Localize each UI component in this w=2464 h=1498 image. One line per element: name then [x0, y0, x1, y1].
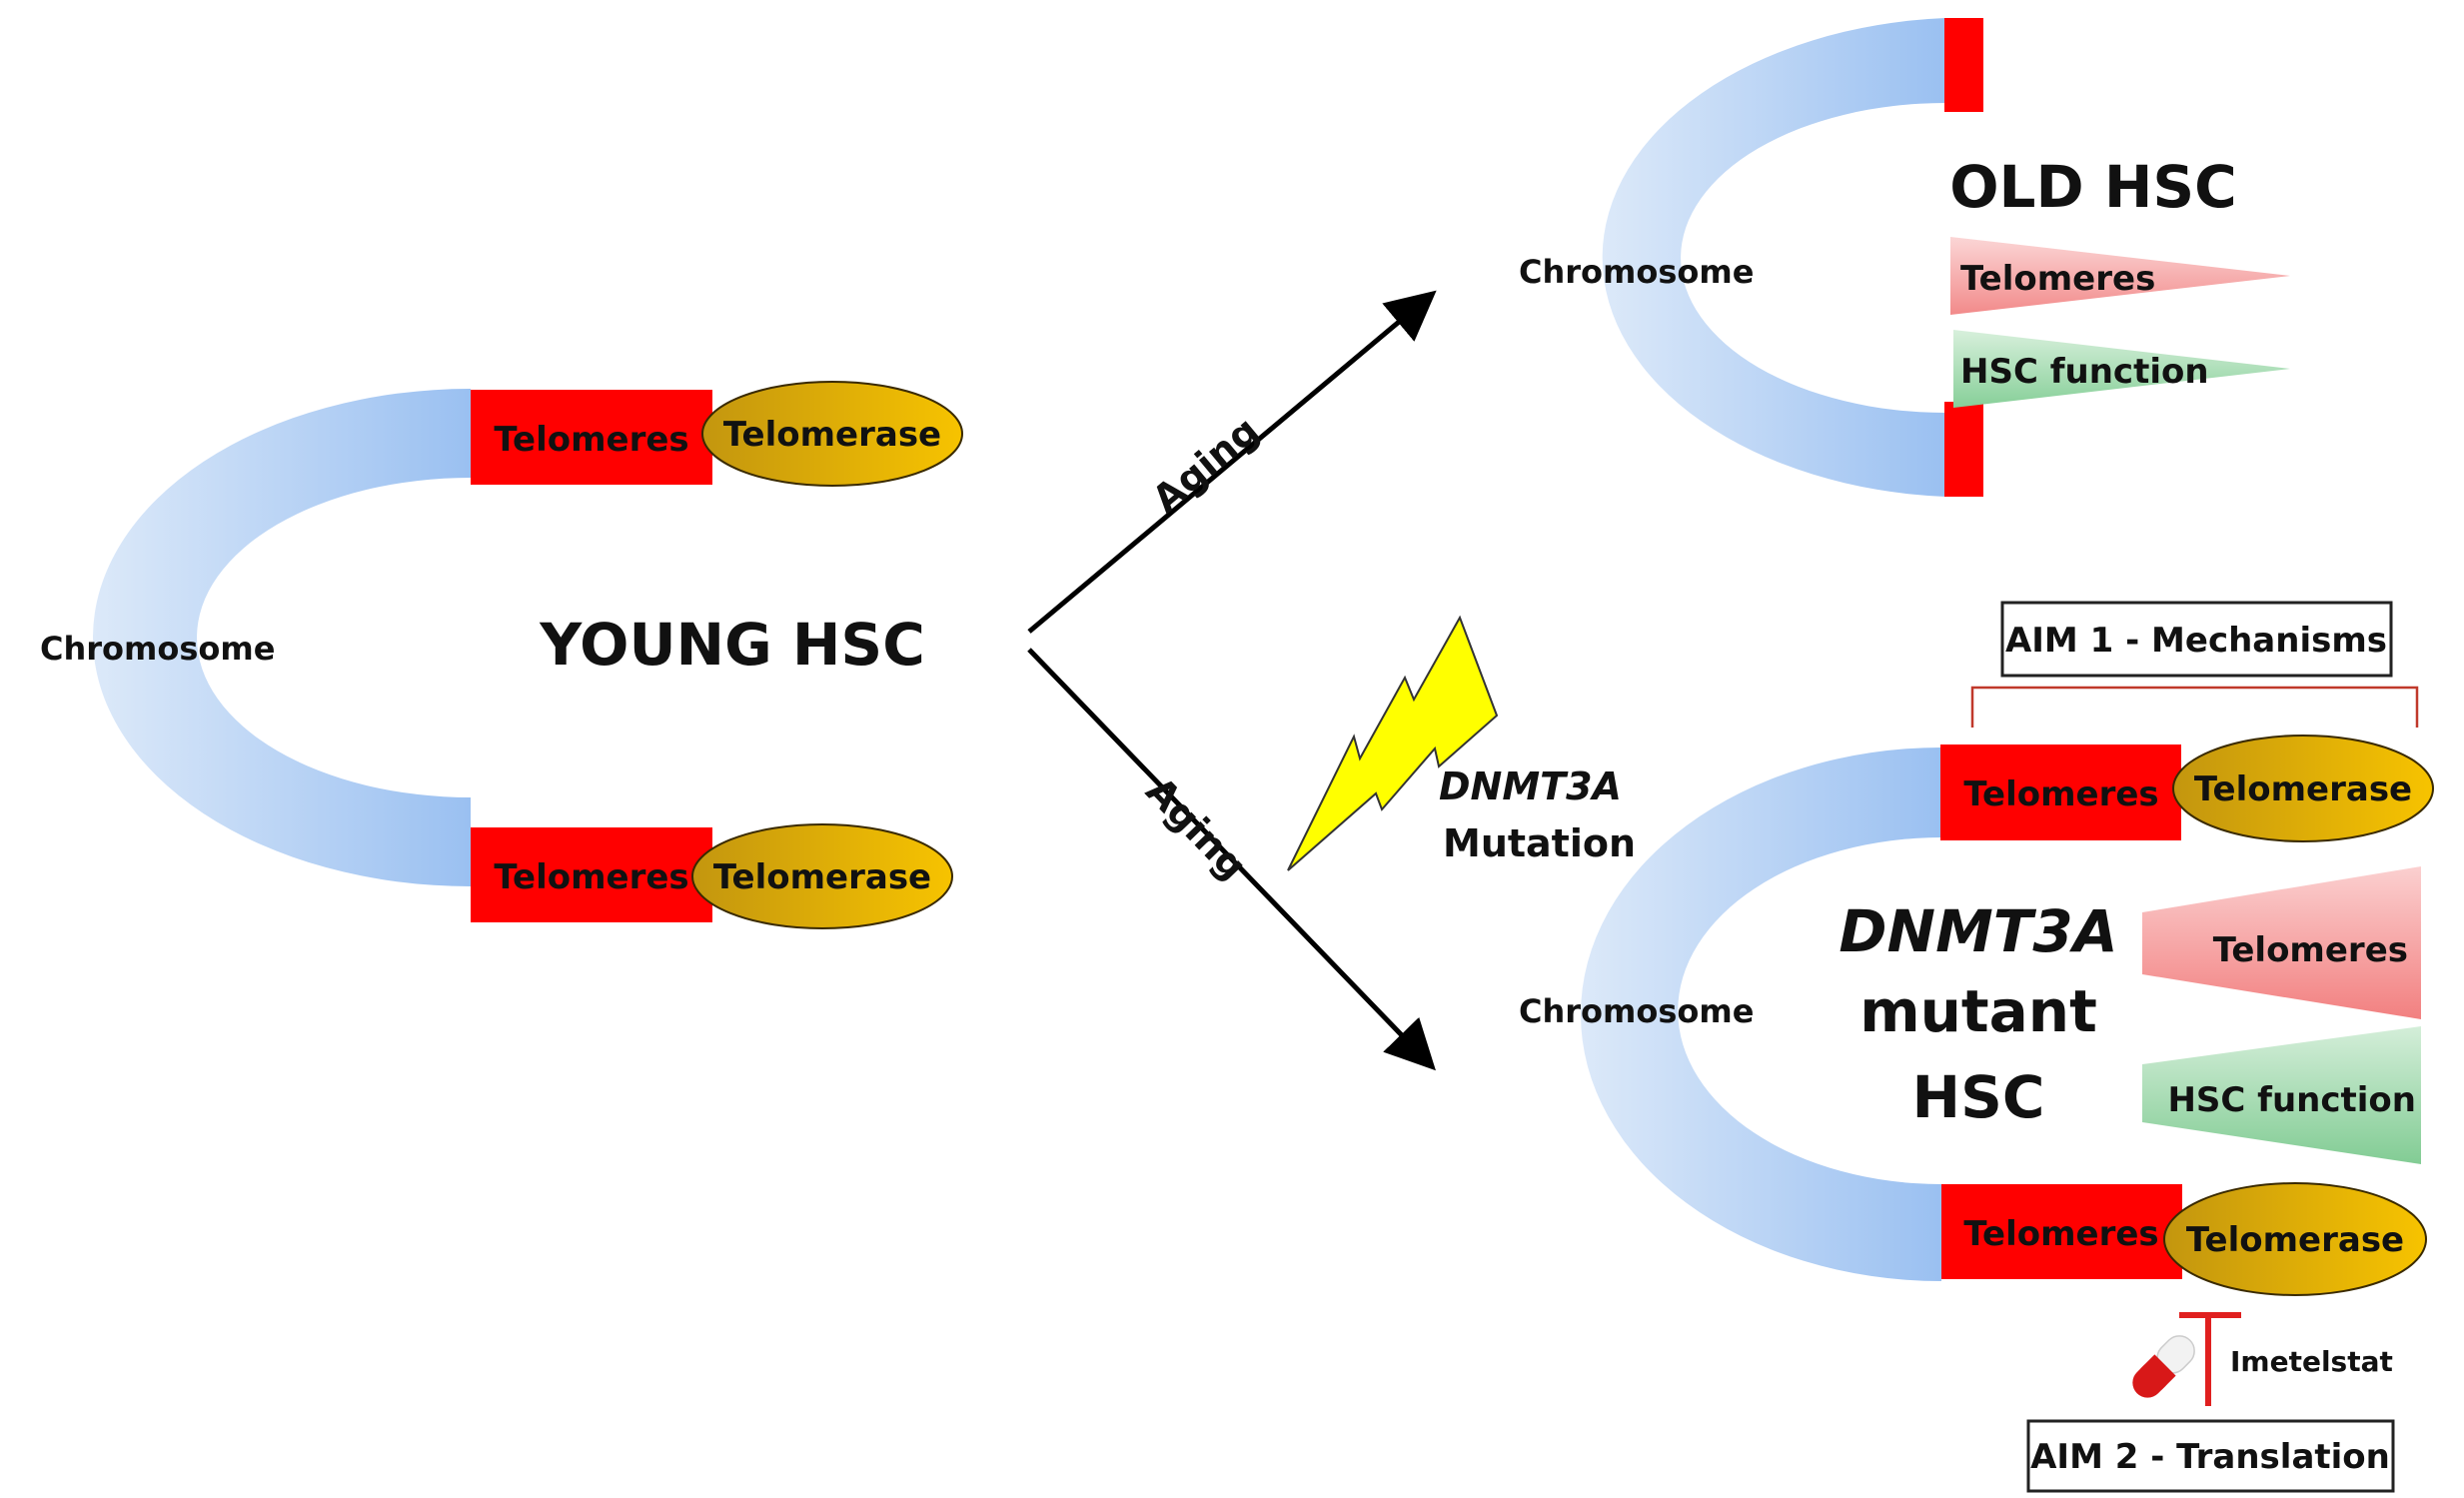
- old-hsc-title: OLD HSC: [1949, 153, 2236, 221]
- mutant-telomeres-top-label: Telomeres: [1963, 774, 2158, 814]
- mutant-title-gene: DNMT3A: [1839, 897, 2117, 965]
- mutant-telomeres-bottom-label: Telomeres: [1963, 1214, 2158, 1254]
- mutant-chromosome-arc: [1581, 748, 1941, 1281]
- mutant-function-increase-wedge: [2142, 1026, 2421, 1164]
- young-telomerase-bottom-label: Telomerase: [713, 857, 931, 897]
- old-function-trend-label: HSC function: [1960, 352, 2209, 392]
- old-telomere-top: [1944, 18, 1983, 112]
- aging-label-upper: Aging: [1144, 408, 1267, 521]
- young-telomeres-bottom-label: Telomeres: [494, 857, 688, 897]
- aim2-label: AIM 2 - Translation: [2030, 1437, 2390, 1477]
- mutant-function-trend-label: HSC function: [2167, 1080, 2416, 1120]
- inhibitor-t-bar: [2179, 1312, 2241, 1406]
- old-function-decrease-wedge: [1953, 330, 2290, 408]
- aim1-bracket: [1970, 686, 2419, 728]
- mutant-telomerase-top-label: Telomerase: [2194, 769, 2412, 809]
- mutant-title-line3: HSC: [1912, 1063, 2045, 1131]
- transition-arrows: Aging Aging DNMT3A Mutation: [1027, 290, 1636, 1071]
- old-chromosome-arc: [1602, 18, 1945, 497]
- mutant-hsc-group: Chromosome Telomeres Telomerase DNMT3A m…: [1519, 735, 2434, 1296]
- mutation-label: Mutation: [1443, 821, 1636, 865]
- mutant-telomeres-bottom: [1941, 1184, 2182, 1279]
- mutant-telomerase-bottom: [2163, 1182, 2427, 1296]
- mutant-telomerase-top: [2172, 735, 2434, 842]
- aging-arrow-lower: [1027, 648, 1436, 1071]
- young-telomeres-top-label: Telomeres: [494, 420, 688, 460]
- aim1-group: AIM 1 - Mechanisms: [1970, 601, 2419, 728]
- aging-label-lower: Aging: [1137, 768, 1255, 888]
- old-hsc-group: Chromosome OLD HSC Telomeres HSC functio…: [1519, 18, 2290, 497]
- old-telomeres-trend-label: Telomeres: [1960, 259, 2155, 299]
- old-chromosome-label: Chromosome: [1519, 253, 1754, 291]
- young-chromosome-arc: [93, 389, 471, 886]
- young-hsc-title: YOUNG HSC: [539, 611, 925, 679]
- young-telomeres-top: [471, 390, 712, 485]
- young-hsc-group: Chromosome Telomeres Telomerase Telomere…: [40, 381, 963, 929]
- old-telomere-bottom: [1944, 402, 1983, 497]
- aging-arrow-upper: [1027, 290, 1437, 634]
- mutant-telomerase-bottom-label: Telomerase: [2186, 1220, 2404, 1260]
- mutant-chromosome-label: Chromosome: [1519, 992, 1754, 1030]
- aim1-label: AIM 1 - Mechanisms: [2005, 621, 2387, 661]
- mutant-telomeres-top: [1940, 745, 2181, 840]
- young-telomerase-bottom: [691, 823, 953, 929]
- young-telomeres-bottom: [471, 827, 712, 922]
- pill-capsule-icon: [2132, 1335, 2195, 1398]
- old-telomeres-decrease-wedge: [1950, 237, 2290, 315]
- young-chromosome-label: Chromosome: [40, 630, 275, 668]
- young-telomerase-top: [701, 381, 963, 487]
- mutation-gene-label: DNMT3A: [1439, 764, 1622, 808]
- young-telomerase-top-label: Telomerase: [723, 415, 941, 455]
- mutant-title-line2: mutant: [1859, 977, 2097, 1045]
- aim2-group: Imetelstat AIM 2 - Translation: [2026, 1312, 2395, 1493]
- lightning-bolt-icon: [1287, 615, 1499, 871]
- mutant-telomeres-trend-label: Telomeres: [2213, 930, 2408, 970]
- aim2-box: [2026, 1419, 2395, 1493]
- imetelstat-label: Imetelstat: [2230, 1345, 2393, 1378]
- aim1-box: [2000, 601, 2393, 678]
- mutant-telomeres-increase-wedge: [2142, 866, 2421, 1019]
